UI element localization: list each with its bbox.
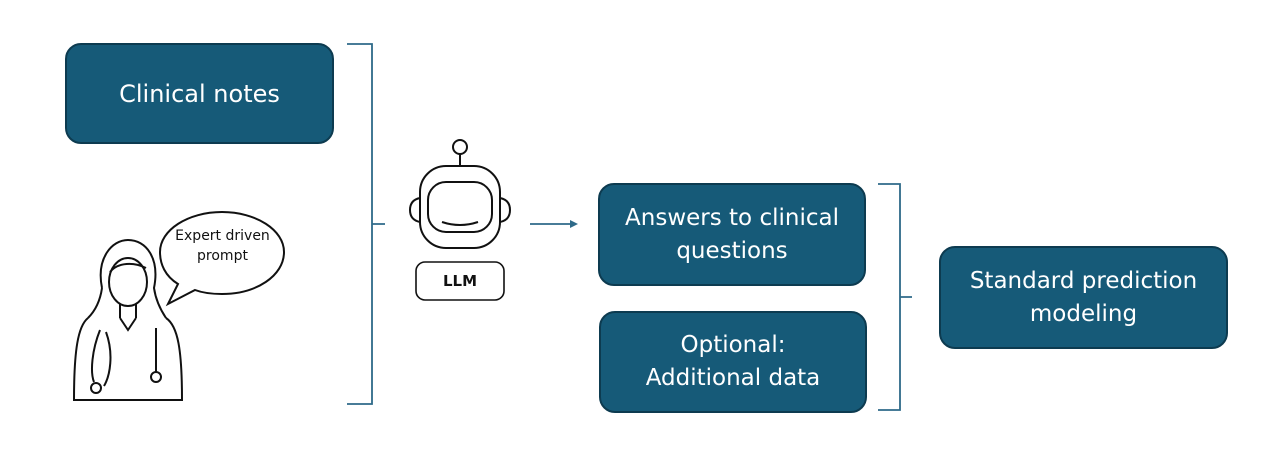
optional-data-box: Optional: Additional data [599,311,867,413]
standard-line-1: Standard prediction [969,267,1198,294]
bubble-line-2: prompt [197,248,248,264]
answers-line-2: questions [676,237,788,264]
arrow-right-icon [530,220,578,228]
robot-icon [408,139,512,249]
optional-line-2: Additional data [645,365,821,391]
clinical-notes-box: Clinical notes [65,43,334,144]
answers-box: Answers to clinical questions [598,183,866,286]
right-brace [878,183,912,411]
answers-line-1: Answers to clinical [625,204,839,231]
standard-prediction-box: Standard prediction modeling [939,246,1228,349]
clinical-notes-label: Clinical notes [119,79,280,108]
llm-badge [415,261,505,301]
speech-bubble-icon [158,210,286,307]
left-brace [347,43,385,405]
bubble-line-1: Expert driven [175,228,270,244]
llm-label: LLM [442,272,478,290]
doctor-icon [72,238,184,401]
optional-line-1: Optional: [680,332,786,358]
bubble-text: Expert driven prompt [160,226,285,266]
standard-line-2: modeling [1029,300,1138,327]
